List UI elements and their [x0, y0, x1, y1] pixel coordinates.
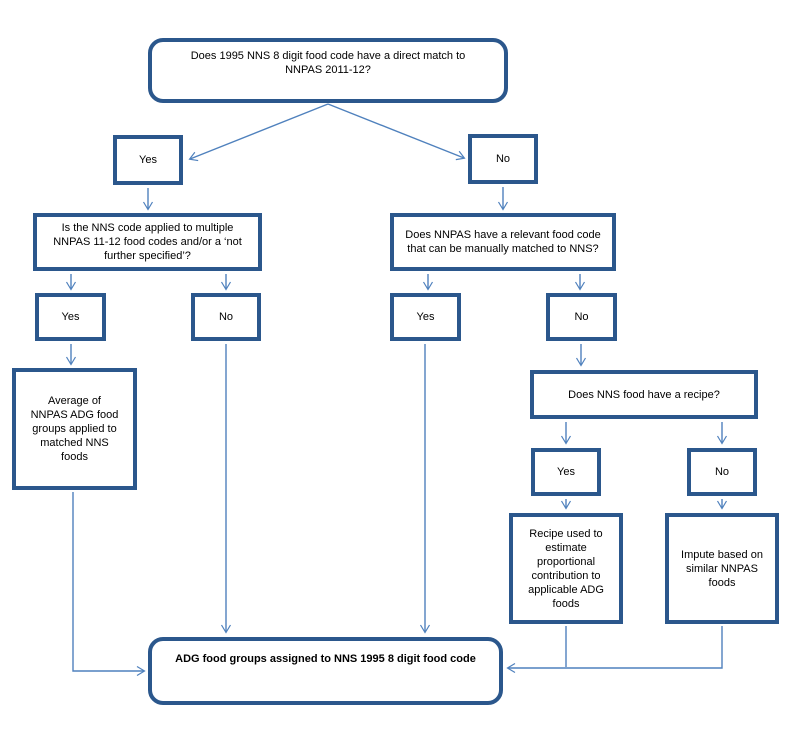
flowchart-node-left-no: No	[191, 293, 261, 341]
flowchart-node-recipe-question: Does NNS food have a recipe?	[530, 370, 758, 419]
edge-average-to-final	[72, 492, 146, 677]
flowchart-node-root-no: No	[468, 134, 538, 184]
flowchart-node-root-question: Does 1995 NNS 8 digit food code have a d…	[148, 38, 508, 103]
flowchart-node-left-question: Is the NNS code applied to multiple NNPA…	[33, 213, 262, 271]
flowchart-node-recipe-no: No	[687, 448, 757, 496]
flowchart-node-recipe-outcome: Recipe used to estimate proportional con…	[509, 513, 623, 624]
edge-root-to-yes	[188, 103, 329, 162]
flowchart-node-right-yes: Yes	[390, 293, 461, 341]
flowchart-node-impute-outcome: Impute based on similar NNPAS foods	[665, 513, 779, 624]
flowchart-node-recipe-yes: Yes	[531, 448, 601, 496]
flowchart-node-average-outcome: Average of NNPAS ADG food groups applied…	[12, 368, 137, 490]
flowchart-node-final-outcome: ADG food groups assigned to NNS 1995 8 d…	[148, 637, 503, 705]
flowchart-node-right-no: No	[546, 293, 617, 341]
flowchart-node-right-question: Does NNPAS have a relevant food code tha…	[390, 213, 616, 271]
flowchart-node-root-yes: Yes	[113, 135, 183, 185]
edge-impute-to-final	[506, 626, 723, 674]
flowchart-node-left-yes: Yes	[35, 293, 106, 341]
edge-root-to-no	[327, 103, 466, 161]
